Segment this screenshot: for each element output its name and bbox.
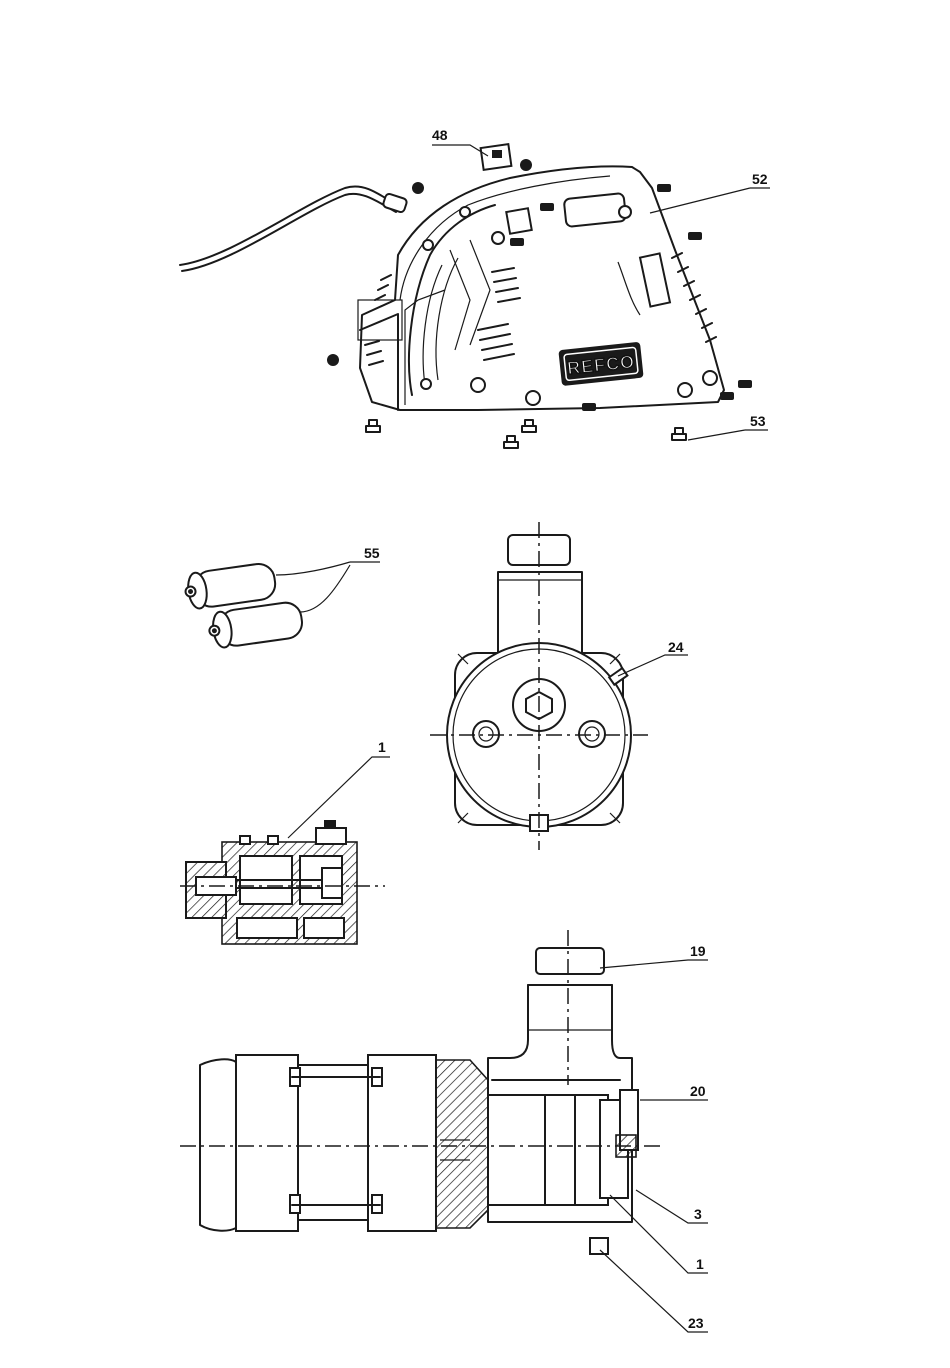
power-cable <box>180 186 398 265</box>
callout-23: 23 <box>688 1315 704 1331</box>
callout-3: 3 <box>694 1206 702 1222</box>
housing-body <box>360 166 724 410</box>
callout-19: 19 <box>690 943 706 959</box>
housing-assembly-view: REFCO <box>180 144 770 448</box>
refco-logo: REFCO <box>558 342 643 386</box>
screw-icon <box>412 182 424 194</box>
callout-1-valve: 1 <box>378 739 386 755</box>
callout-52: 52 <box>752 171 768 187</box>
capacitors-view <box>183 562 380 649</box>
valve-block-section <box>180 757 390 944</box>
pump-side-section <box>180 930 708 1332</box>
callout-20: 20 <box>690 1083 706 1099</box>
foot-pads <box>366 420 686 448</box>
callout-1-pump: 1 <box>696 1256 704 1272</box>
callout-53: 53 <box>750 413 766 429</box>
cable-plug <box>382 193 407 213</box>
callout-55: 55 <box>364 545 380 561</box>
callout-48: 48 <box>432 127 448 143</box>
callout-24: 24 <box>668 639 684 655</box>
pump-end-view <box>430 522 688 850</box>
